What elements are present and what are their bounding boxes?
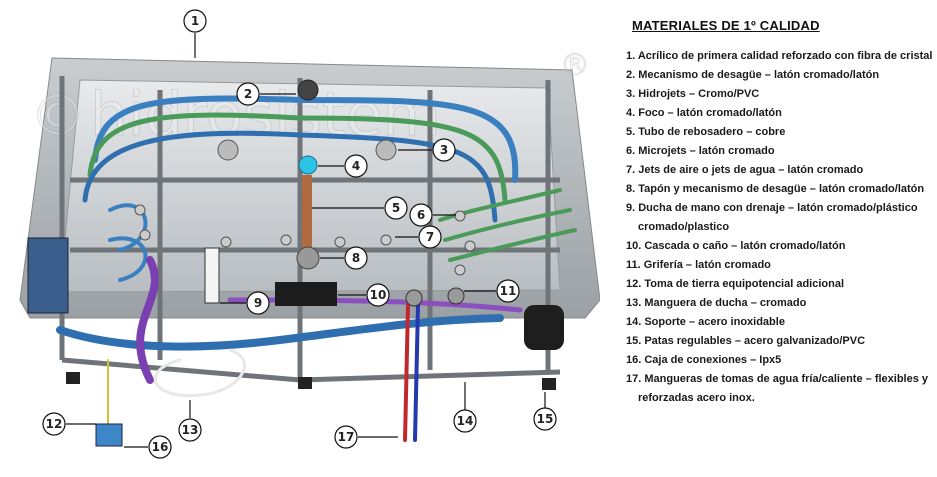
- materials-legend: MATERIALES DE 1º CALIDAD 1. Acrílico de …: [622, 18, 934, 408]
- callout-15: [533, 407, 557, 431]
- legend-item-label: 11. Grifería – latón cromado: [626, 259, 771, 271]
- callout-5: [384, 196, 408, 220]
- legend-item: 11. Grifería – latón cromado: [622, 256, 934, 275]
- drain-mechanism: [297, 79, 319, 101]
- callout-number: 11: [500, 284, 517, 298]
- legend-item-label: 16. Caja de conexiones – Ipx5: [626, 354, 782, 366]
- callout-number: 5: [392, 201, 400, 215]
- legend-item-label: 12. Toma de tierra equipotencial adicion…: [626, 278, 845, 290]
- callout-16: [148, 435, 172, 459]
- legend-item-label: 4. Foco – latón cromado/latón: [626, 107, 782, 119]
- legend-item: 9. Ducha de mano con drenaje – latón cro…: [622, 199, 934, 237]
- callout-7: [418, 225, 442, 249]
- legend-item-label: 1. Acrílico de primera calidad reforzado…: [626, 50, 933, 62]
- legend-item-label: 2. Mecanismo de desagüe – latón cromado/…: [626, 69, 880, 81]
- adjustable-legs: [66, 372, 556, 390]
- callout-number: 2: [244, 87, 252, 101]
- legend-item: 12. Toma de tierra equipotencial adicion…: [622, 275, 934, 294]
- legend-item: 1. Acrílico de primera calidad reforzado…: [622, 47, 934, 66]
- hand-shower: [204, 247, 220, 304]
- legend-item: 15. Patas regulables – acero galvanizado…: [622, 332, 934, 351]
- watermark-copyright: ©: [30, 84, 86, 149]
- legend-item: 17. Mangueras de tomas de agua fría/cali…: [622, 370, 934, 408]
- callout-number: 13: [182, 423, 199, 437]
- overflow-tube: [302, 175, 312, 255]
- legend-item-label: 10. Cascada o caño – latón cromado/latón: [626, 240, 846, 252]
- callout-number: 6: [417, 208, 425, 222]
- legend-item: 3. Hidrojets – Cromo/PVC: [622, 85, 934, 104]
- legend-item: 13. Manguera de ducha – cromado: [622, 294, 934, 313]
- faucet-left: [405, 289, 423, 307]
- legend-item-label: 5. Tubo de rebosadero – cobre: [626, 126, 786, 138]
- waterfall-spout: [275, 282, 337, 306]
- legend-item: 10. Cascada o caño – latón cromado/latón: [622, 237, 934, 256]
- callout-number: 3: [440, 143, 448, 157]
- legend-item-label: 3. Hidrojets – Cromo/PVC: [626, 88, 760, 100]
- legend-item: 2. Mecanismo de desagüe – latón cromado/…: [622, 66, 934, 85]
- callout-number: 1: [191, 14, 199, 28]
- legend-item-label: 14. Soporte – acero inoxidable: [626, 316, 785, 328]
- legend-item-continuation: reforzadas acero inox.: [638, 392, 755, 404]
- legend-item: 7. Jets de aire o jets de agua – latón c…: [622, 161, 934, 180]
- callout-number: 9: [254, 296, 262, 310]
- callout-3: [432, 138, 456, 162]
- callout-8: [344, 246, 368, 270]
- legend-title: MATERIALES DE 1º CALIDAD: [632, 18, 820, 33]
- bathtub-diagram: © hidrosistem ®: [19, 9, 600, 459]
- legend-item: 6. Microjets – latón cromado: [622, 142, 934, 161]
- legend-item-label: 15. Patas regulables – acero galvanizado…: [626, 335, 866, 347]
- callout-11: [496, 279, 520, 303]
- callout-number: 7: [426, 230, 434, 244]
- callouts: 1 2 3 4 5 6 7 8 9 10 11 12: [42, 9, 557, 459]
- callout-number: 10: [370, 288, 387, 302]
- watermark-registered: ®: [560, 48, 590, 83]
- legend-item-label: 8. Tapón y mecanismo de desagüe – latón …: [626, 183, 925, 195]
- legend-item: 4. Foco – latón cromado/latón: [622, 104, 934, 123]
- callout-9: [246, 291, 270, 315]
- callout-number: 12: [46, 417, 63, 431]
- legend-item-label: 6. Microjets – latón cromado: [626, 145, 775, 157]
- pump: [524, 305, 564, 350]
- callout-17: [334, 425, 358, 449]
- legend-item-continuation: cromado/plastico: [638, 221, 730, 233]
- pipes: [56, 95, 577, 442]
- junction-box: [95, 423, 123, 447]
- callout-2: [236, 82, 260, 106]
- callout-number: 15: [537, 412, 554, 426]
- callout-number: 8: [352, 251, 360, 265]
- callout-1: [183, 9, 207, 33]
- callout-number: 14: [457, 414, 474, 428]
- microjets: [134, 204, 476, 276]
- plug-drain: [296, 246, 320, 270]
- hydrojet-left: [217, 139, 239, 161]
- callout-14: [453, 409, 477, 433]
- callout-number: 16: [152, 440, 169, 454]
- legend-item-label: 17. Mangueras de tomas de agua fría/cali…: [626, 373, 929, 385]
- legend-item: 16. Caja de conexiones – Ipx5: [622, 351, 934, 370]
- legend-item-label: 13. Manguera de ducha – cromado: [626, 297, 807, 309]
- callout-6: [409, 203, 433, 227]
- components: [27, 79, 564, 447]
- legend-item: 14. Soporte – acero inoxidable: [622, 313, 934, 332]
- legend-item: 5. Tubo de rebosadero – cobre: [622, 123, 934, 142]
- legend-item: 8. Tapón y mecanismo de desagüe – latón …: [622, 180, 934, 199]
- callout-number: 4: [352, 159, 360, 173]
- legend-list: 1. Acrílico de primera calidad reforzado…: [622, 47, 934, 408]
- callout-number: 17: [338, 430, 355, 444]
- callout-13: [178, 418, 202, 442]
- callout-4: [344, 154, 368, 178]
- legend-item-label: 9. Ducha de mano con drenaje – latón cro…: [626, 202, 918, 214]
- light: [298, 155, 318, 175]
- hydrojet-right: [375, 139, 397, 161]
- callout-12: [42, 412, 66, 436]
- control-panel: [27, 237, 69, 314]
- legend-item-label: 7. Jets de aire o jets de agua – latón c…: [626, 164, 864, 176]
- callout-10: [366, 283, 390, 307]
- faucet-right: [447, 287, 465, 305]
